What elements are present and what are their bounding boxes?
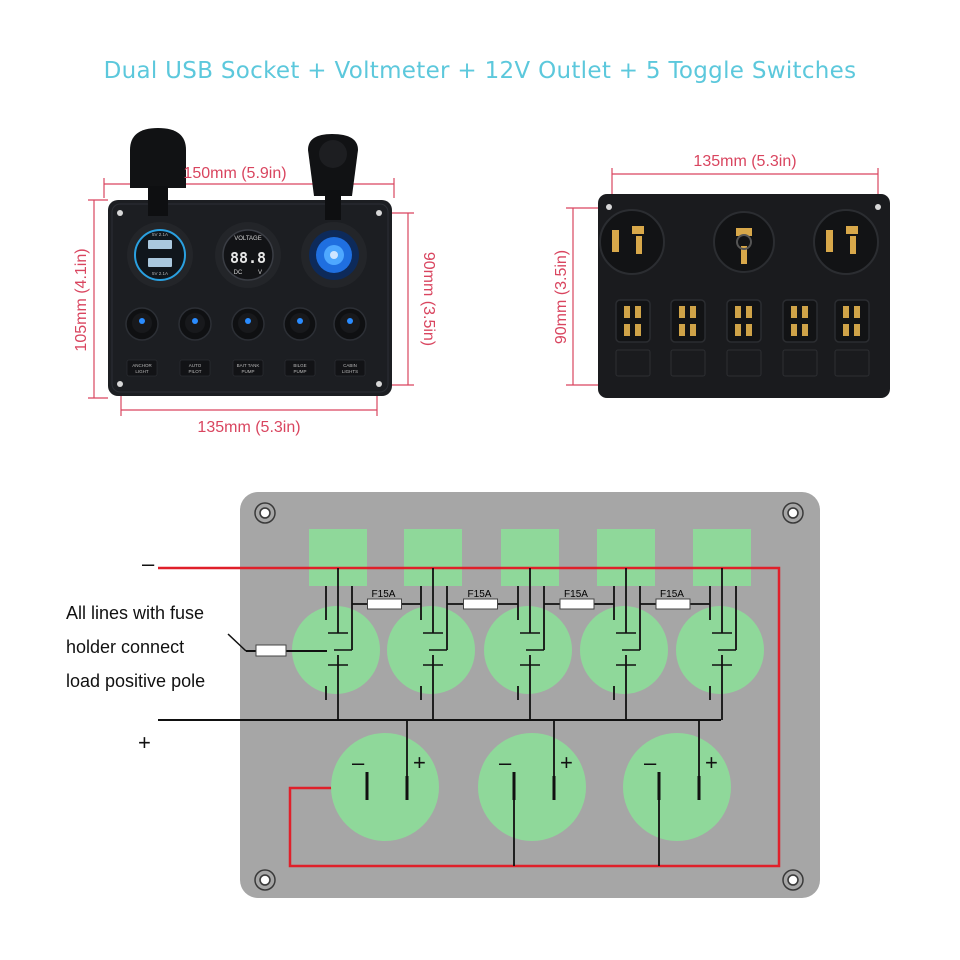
- front-toggle-switch[interactable]: [178, 307, 212, 341]
- switch-label: ANCHOR: [132, 363, 152, 368]
- voltmeter-dc: DC: [234, 270, 243, 276]
- fuse-note-line: All lines with fuse: [66, 603, 205, 623]
- led-indicator-icon: [245, 318, 251, 324]
- voltmeter-reading: 88.8: [230, 249, 266, 267]
- front-panel: 5V 2.1A 5V 2.1A VOLTAGE 88.8 DC V ANCHOR…: [88, 128, 414, 416]
- socket-minus-sign: –: [644, 750, 657, 775]
- switch-wiring: [544, 568, 668, 720]
- switch-label: PILOT: [188, 369, 201, 374]
- led-indicator-icon: [297, 318, 303, 324]
- back-panel: [566, 168, 890, 398]
- back-height-left-label: 90mm (3.5in): [553, 250, 570, 344]
- back-switch-terminal: [615, 299, 651, 343]
- switch-label: BILGE: [293, 363, 306, 368]
- negative-sign: –: [142, 551, 155, 576]
- led-indicator-icon: [192, 318, 198, 324]
- socket-minus-sign: –: [352, 750, 365, 775]
- voltmeter-unit: V: [258, 270, 262, 276]
- usb-top-rating: 5V 2.1A: [152, 232, 168, 237]
- positive-sign: +: [138, 730, 151, 755]
- socket-minus-sign: –: [499, 750, 512, 775]
- switch-label: LIGHT: [135, 369, 149, 374]
- front-toggle-switch[interactable]: [333, 307, 367, 341]
- switch-label: PUMP: [241, 369, 254, 374]
- wiring-diagram: –+–+–+: [158, 492, 820, 898]
- led-indicator-icon: [139, 318, 145, 324]
- back-switch-terminal: [782, 299, 818, 343]
- switch-wiring: [640, 568, 764, 720]
- fuse-label: F15A: [660, 589, 684, 600]
- socket-plus-sign: +: [705, 750, 718, 775]
- switch-wiring: [447, 568, 572, 720]
- switch-wiring: [352, 568, 475, 720]
- fuse-label: F15A: [468, 589, 492, 600]
- switch-label: LIGHTS: [342, 369, 358, 374]
- front-toggle-switch[interactable]: [125, 307, 159, 341]
- fuse-note-line: holder connect: [66, 637, 185, 657]
- fuse-note-line: load positive pole: [66, 671, 206, 691]
- led-indicator-icon: [347, 318, 353, 324]
- socket-plus-sign: +: [560, 750, 573, 775]
- page-title: Dual USB Socket + Voltmeter + 12V Outlet…: [103, 58, 857, 84]
- front-toggle-switch[interactable]: [283, 307, 317, 341]
- front-height-right-label: 90mm (3.5in): [420, 252, 437, 346]
- socket-wiring: –+: [331, 720, 439, 841]
- voltmeter-header: VOLTAGE: [234, 236, 261, 242]
- socket-wiring: –+: [623, 720, 731, 866]
- front-height-left-label: 105mm (4.1in): [73, 248, 90, 351]
- fuse-note: All lines with fuse holder connect load …: [66, 596, 205, 698]
- back-width-top-label: 135mm (5.3in): [693, 153, 796, 170]
- switch-label: CABIN: [343, 363, 357, 368]
- front-width-bottom-label: 135mm (5.3in): [197, 419, 300, 436]
- front-toggle-switch[interactable]: [231, 307, 265, 341]
- switch-wiring: [292, 568, 380, 720]
- usb-bottom-rating: 5V 2.1A: [152, 271, 168, 276]
- fuse-label: F15A: [372, 589, 396, 600]
- switch-label: BAIT TANK: [237, 363, 260, 368]
- back-switch-terminal: [726, 299, 762, 343]
- socket-plus-sign: +: [413, 750, 426, 775]
- socket-wiring: –+: [478, 720, 586, 866]
- fuse-label: F15A: [564, 589, 588, 600]
- switch-label: AUTO: [189, 363, 202, 368]
- back-switch-terminal: [834, 299, 870, 343]
- back-switch-terminal: [670, 299, 706, 343]
- front-width-top-label: 150mm (5.9in): [183, 165, 286, 182]
- switch-label: PUMP: [293, 369, 306, 374]
